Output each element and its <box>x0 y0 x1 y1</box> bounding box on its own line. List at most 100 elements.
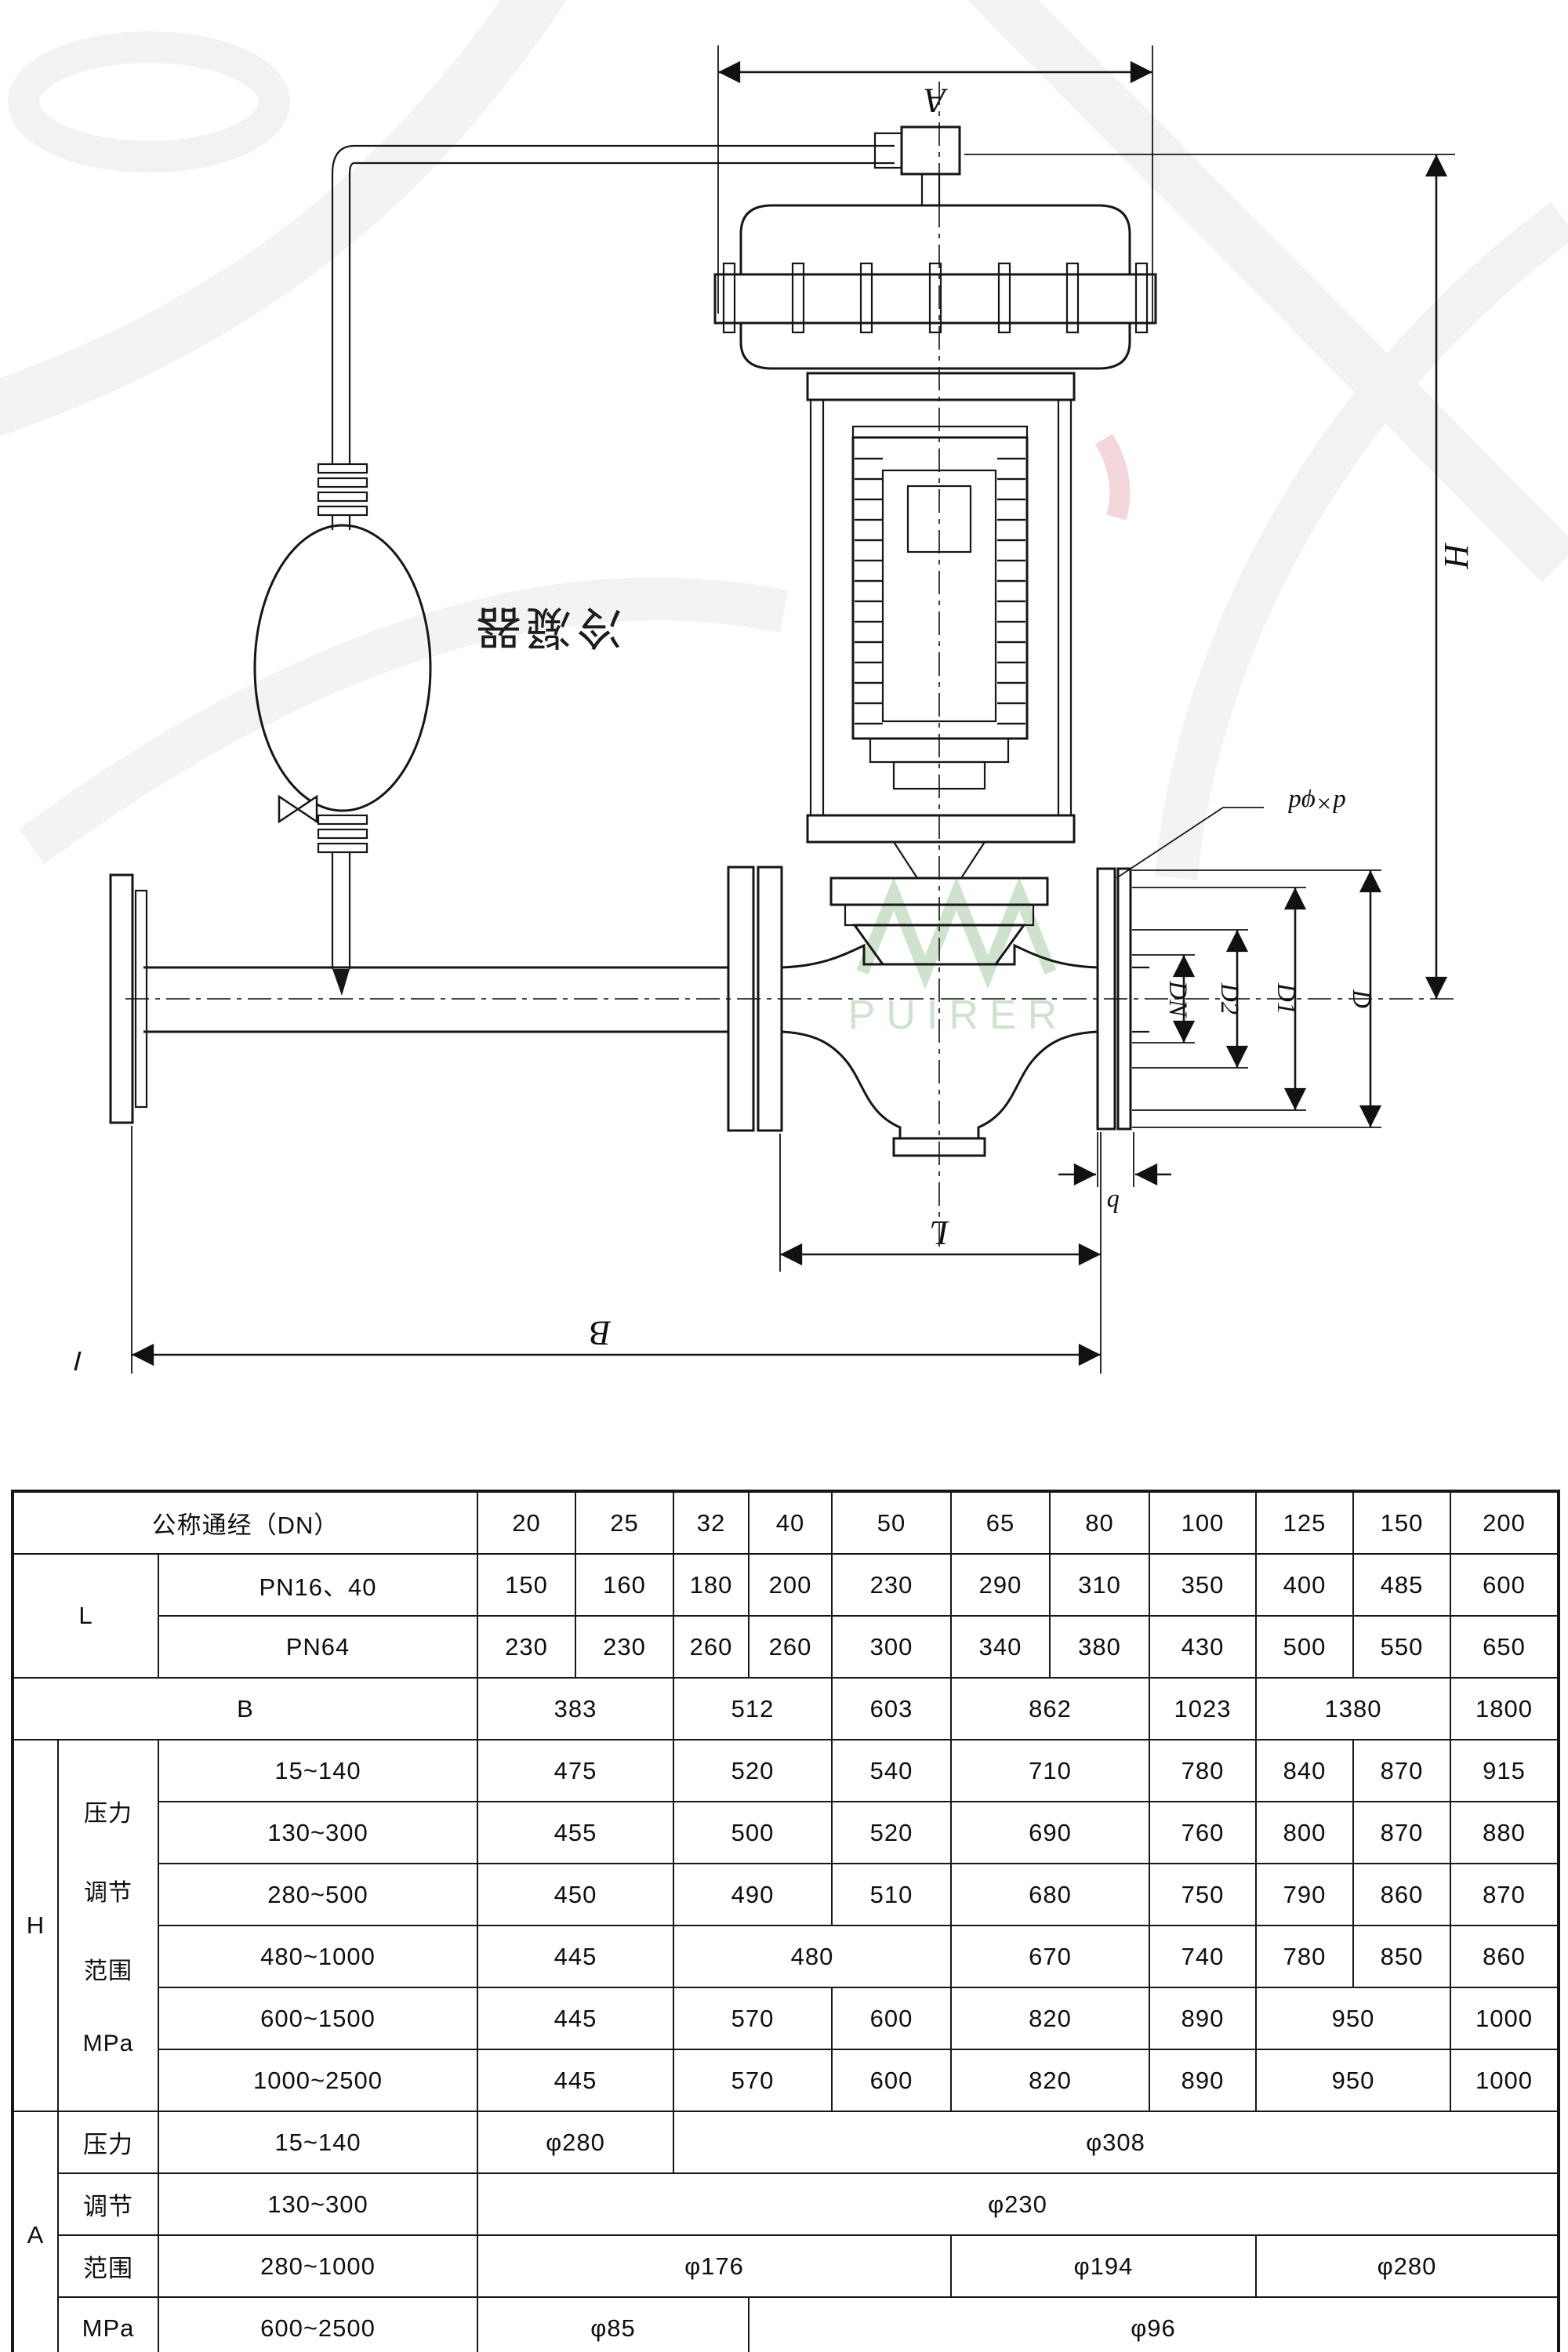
value-cell: φ85 <box>477 2296 750 2352</box>
value-cell: φ308 <box>673 2111 1559 2174</box>
red-stamp-mark <box>1094 434 1131 521</box>
value-cell: 350 <box>1149 1553 1257 1617</box>
value-cell: φ230 <box>477 2172 1559 2236</box>
value-cell: 600 <box>831 1987 952 2050</box>
value-cell: 570 <box>673 1987 833 2050</box>
technical-drawing: PUIRER <box>0 0 1568 1374</box>
row-label: 600~2500 <box>158 2296 478 2352</box>
row-label: 15~140 <box>158 2111 478 2174</box>
outlet-flange <box>1096 867 1116 1131</box>
value-cell: 180 <box>673 1553 750 1617</box>
bottom-flange <box>892 1137 986 1157</box>
column-header: 100 <box>1149 1490 1257 1555</box>
watermark-text: PUIRER <box>848 993 1068 1038</box>
value-cell: 230 <box>575 1615 674 1679</box>
row-label: 280~1000 <box>158 2234 478 2298</box>
row-side-label: 压力 调节 范围 MPa <box>57 1739 159 2112</box>
dimension-d2: D2 <box>1132 929 1249 1069</box>
background-watermark <box>0 0 1568 880</box>
value-cell: 780 <box>1255 1925 1354 1988</box>
value-cell: 850 <box>1352 1925 1451 1988</box>
value-cell: 760 <box>1149 1801 1257 1864</box>
value-cell: 450 <box>477 1863 674 1926</box>
row-group-label: B <box>12 1677 478 1740</box>
value-cell: 445 <box>477 2049 674 2112</box>
table-row: MPa 600~2500 φ85 φ96 <box>13 2296 1559 2352</box>
value-cell: 840 <box>1255 1739 1354 1802</box>
condenser-vessel <box>253 524 432 812</box>
inlet-pipe <box>109 873 728 1124</box>
value-cell: 750 <box>1149 1863 1257 1926</box>
side-label-line: 范围 <box>84 1958 132 1985</box>
value-cell: 290 <box>950 1553 1051 1617</box>
column-header: 25 <box>575 1490 674 1555</box>
row-label: 130~300 <box>158 2172 478 2236</box>
row-label: 280~500 <box>158 1863 478 1926</box>
value-cell: 915 <box>1450 1739 1559 1802</box>
value-cell: 740 <box>1149 1925 1257 1988</box>
side-label-line: MPa <box>82 2031 134 2057</box>
value-cell: 650 <box>1450 1615 1559 1679</box>
value-cell: 475 <box>477 1739 674 1802</box>
column-header: 200 <box>1450 1490 1559 1555</box>
dimension-a: A <box>717 45 1153 323</box>
value-cell: 950 <box>1255 1987 1451 2050</box>
value-cell: 230 <box>831 1553 952 1617</box>
table-row: 1000~2500 445 570 600 820 890 950 1000 <box>13 2049 1559 2112</box>
actuator <box>713 204 1157 370</box>
row-label: 15~140 <box>158 1739 478 1802</box>
dim-d2-label: D2 <box>1215 982 1243 1014</box>
row-side-label: 范围 <box>57 2234 159 2298</box>
actuator-fitting <box>873 125 961 205</box>
side-label-line: 调节 <box>84 1879 132 1906</box>
value-cell: 490 <box>673 1863 833 1926</box>
row-label: 480~1000 <box>158 1925 478 1988</box>
column-header: 125 <box>1255 1490 1354 1555</box>
value-cell: 820 <box>950 2049 1150 2112</box>
table-row: 范围 280~1000 φ176 φ194 φ280 <box>13 2234 1559 2298</box>
dimension-d1: D1 <box>1132 887 1307 1111</box>
value-cell: 520 <box>831 1801 952 1864</box>
value-cell: φ280 <box>477 2111 674 2174</box>
row-label: PN64 <box>158 1615 478 1679</box>
value-cell: 160 <box>575 1553 674 1617</box>
dim-d1-label: D1 <box>1272 982 1300 1014</box>
value-cell: 300 <box>831 1615 952 1679</box>
drawing-area: PUIRER <box>0 0 1568 1374</box>
value-cell: 200 <box>748 1553 833 1617</box>
value-cell: 600 <box>1450 1553 1559 1617</box>
row-side-label: 压力 <box>57 2111 159 2174</box>
value-cell: 820 <box>950 1987 1150 2050</box>
table-row: PN64 230 230 260 260 300 340 380 430 500… <box>13 1615 1559 1679</box>
condenser <box>253 463 432 996</box>
column-header: 40 <box>748 1490 833 1555</box>
logo-watermark: PUIRER <box>848 877 1068 1038</box>
row-group-label: A <box>12 2111 59 2352</box>
value-cell: 430 <box>1149 1615 1257 1679</box>
value-cell: 870 <box>1352 1739 1451 1802</box>
value-cell: 570 <box>673 2049 833 2112</box>
dim-h-label: H <box>1437 543 1475 570</box>
value-cell: 1000 <box>1450 2049 1559 2112</box>
value-cell: 870 <box>1450 1863 1559 1926</box>
value-cell: φ96 <box>748 2296 1559 2352</box>
value-cell: 870 <box>1352 1801 1451 1864</box>
row-label: 600~1500 <box>158 1987 478 2050</box>
value-cell: 1000 <box>1450 1987 1559 2050</box>
bolt-spec-leader: d×φd <box>1116 789 1346 879</box>
column-header: 50 <box>831 1490 952 1555</box>
dim-b-total-label: B <box>590 1314 612 1352</box>
value-cell: φ280 <box>1255 2234 1559 2298</box>
value-cell: 340 <box>950 1615 1051 1679</box>
spring-yoke <box>806 372 1076 880</box>
bolt-spec-label: d×φd <box>1288 789 1346 817</box>
table-row: 调节 130~300 φ230 <box>13 2172 1559 2236</box>
value-cell: 710 <box>950 1739 1150 1802</box>
dim-b-small-label: b <box>1107 1189 1120 1217</box>
side-label-line: 压力 <box>84 1800 132 1827</box>
value-cell: 862 <box>950 1677 1150 1740</box>
value-cell: 780 <box>1149 1739 1257 1802</box>
row-label: PN16、40 <box>158 1553 478 1617</box>
column-header: 32 <box>673 1490 750 1555</box>
